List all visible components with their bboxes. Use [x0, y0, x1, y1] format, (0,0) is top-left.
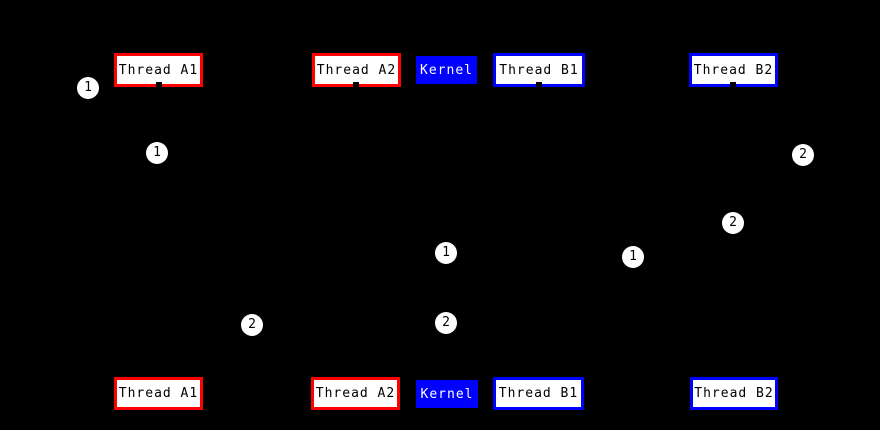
actor-box-thread-b1-top: Thread B1	[493, 53, 585, 87]
actor-box-thread-a1-bottom: Thread A1	[114, 377, 203, 410]
step-marker: 1	[435, 242, 457, 264]
lifeline-notch	[536, 82, 542, 87]
actor-box-kernel-top: Kernel	[416, 56, 477, 84]
actor-box-thread-b2-bottom: Thread B2	[690, 377, 778, 410]
step-marker: 2	[241, 314, 263, 336]
lifeline-notch	[353, 82, 359, 87]
step-marker: 2	[792, 144, 814, 166]
actor-box-thread-b1-bottom: Thread B1	[493, 377, 584, 410]
lifeline-notch	[730, 82, 736, 87]
step-marker: 1	[622, 246, 644, 268]
actor-box-thread-a2-bottom: Thread A2	[311, 377, 400, 410]
step-marker: 2	[435, 312, 457, 334]
actor-box-kernel-bottom: Kernel	[416, 380, 478, 408]
lifeline-notch	[156, 82, 162, 87]
actor-box-thread-a1-top: Thread A1	[114, 53, 203, 87]
step-marker: 1	[146, 142, 168, 164]
step-marker: 1	[77, 77, 99, 99]
step-marker: 2	[722, 212, 744, 234]
